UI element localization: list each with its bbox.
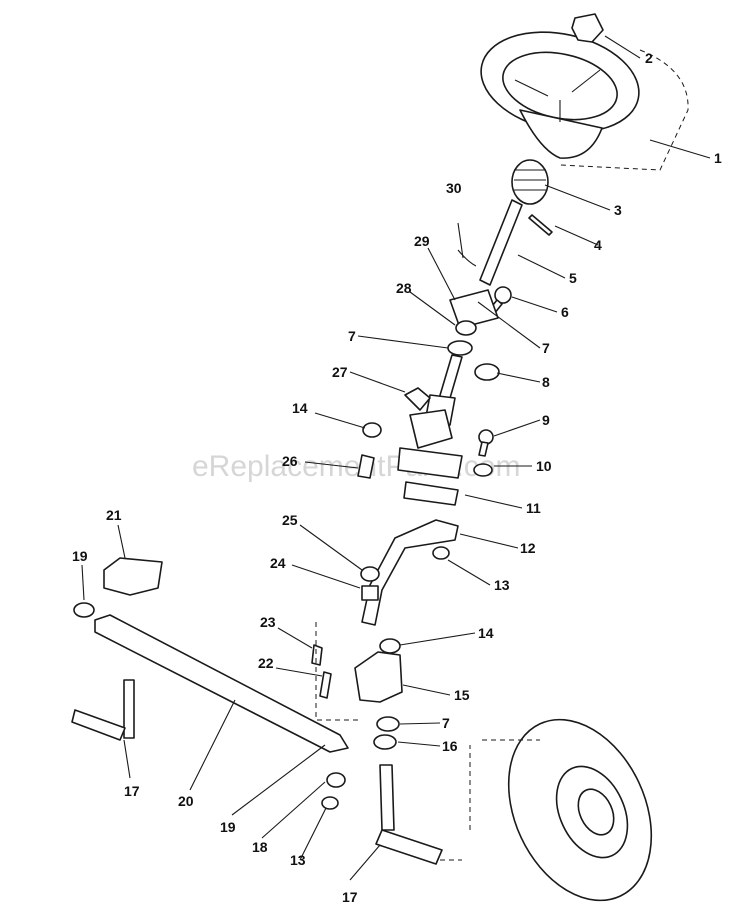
roll-pin	[528, 214, 553, 236]
callout-8: 8	[542, 374, 550, 390]
guide-line	[315, 622, 360, 721]
nut-upper	[362, 422, 382, 438]
bushing-18	[326, 772, 346, 788]
callout-26: 26	[282, 453, 298, 469]
washer-10	[473, 463, 493, 477]
spindle-left	[71, 679, 135, 741]
bushing-25	[360, 566, 380, 582]
callout-30: 30	[446, 180, 462, 196]
callout-24: 24	[270, 555, 286, 571]
callout-14-lower: 14	[478, 625, 494, 641]
watermark: eReplacementParts.com	[192, 450, 520, 483]
callout-20: 20	[178, 793, 194, 809]
callout-22: 22	[258, 655, 274, 671]
callout-17-left: 17	[124, 783, 140, 799]
steering-arm	[403, 481, 459, 506]
callout-28: 28	[396, 280, 412, 296]
bracket-plate	[449, 289, 499, 329]
callout-16: 16	[442, 738, 458, 754]
washer-16	[373, 734, 397, 750]
callout-13-lower: 13	[290, 852, 306, 868]
tie-bar	[94, 614, 349, 753]
callout-21: 21	[106, 507, 122, 523]
callout-25: 25	[282, 512, 298, 528]
front-tire	[440, 718, 653, 902]
nut-13-lower	[321, 796, 339, 810]
drag-link	[361, 519, 459, 626]
callout-4: 4	[594, 237, 602, 253]
bracket-15	[354, 651, 403, 703]
callout-13-upper: 13	[494, 577, 510, 593]
callout-19-right: 19	[220, 819, 236, 835]
bolt-23	[311, 644, 323, 666]
callout-19-left: 19	[72, 548, 88, 564]
callout-12: 12	[520, 540, 536, 556]
callout-9: 9	[542, 412, 550, 428]
bracket-21	[103, 557, 163, 596]
callout-29: 29	[414, 233, 430, 249]
plate-10	[397, 447, 463, 479]
nut-lower	[379, 638, 401, 654]
callout-23: 23	[260, 614, 276, 630]
steering-shaft	[479, 199, 523, 286]
washer-19-left	[73, 602, 95, 618]
callout-6: 6	[561, 304, 569, 320]
screw-22	[319, 671, 332, 699]
cotter-pin	[457, 249, 477, 267]
callout-labels: 1 2 3 4 5 6 7 7 7 8 9 10 11 12 13 13 14 …	[72, 50, 722, 905]
steering-cap	[571, 13, 604, 43]
nut-13-upper	[432, 546, 450, 560]
callout-7-upper: 7	[348, 328, 356, 344]
spindle-right	[375, 764, 443, 865]
callout-2: 2	[645, 50, 653, 66]
washer-7-lower	[376, 716, 400, 732]
bolt-9	[478, 429, 494, 457]
flange-bushing	[474, 363, 500, 381]
steering-wheel	[480, 31, 689, 171]
bearing-28	[455, 320, 477, 336]
callout-7-lower: 7	[442, 715, 450, 731]
callout-14-upper: 14	[292, 400, 308, 416]
spacer-24	[361, 585, 379, 601]
shaft-26	[357, 454, 375, 479]
callout-15: 15	[454, 687, 470, 703]
callout-3: 3	[614, 202, 622, 218]
callout-17-right: 17	[342, 889, 358, 905]
callout-1: 1	[714, 150, 722, 166]
callout-5: 5	[569, 270, 577, 286]
bushing	[511, 159, 549, 205]
callout-11: 11	[526, 500, 541, 516]
leader-lines	[81, 35, 711, 881]
callout-7-mid: 7	[542, 340, 550, 356]
callout-27: 27	[332, 364, 348, 380]
sector-gear	[404, 387, 453, 449]
callout-10: 10	[536, 458, 552, 474]
callout-18: 18	[252, 839, 268, 855]
washer-upper	[447, 340, 473, 356]
